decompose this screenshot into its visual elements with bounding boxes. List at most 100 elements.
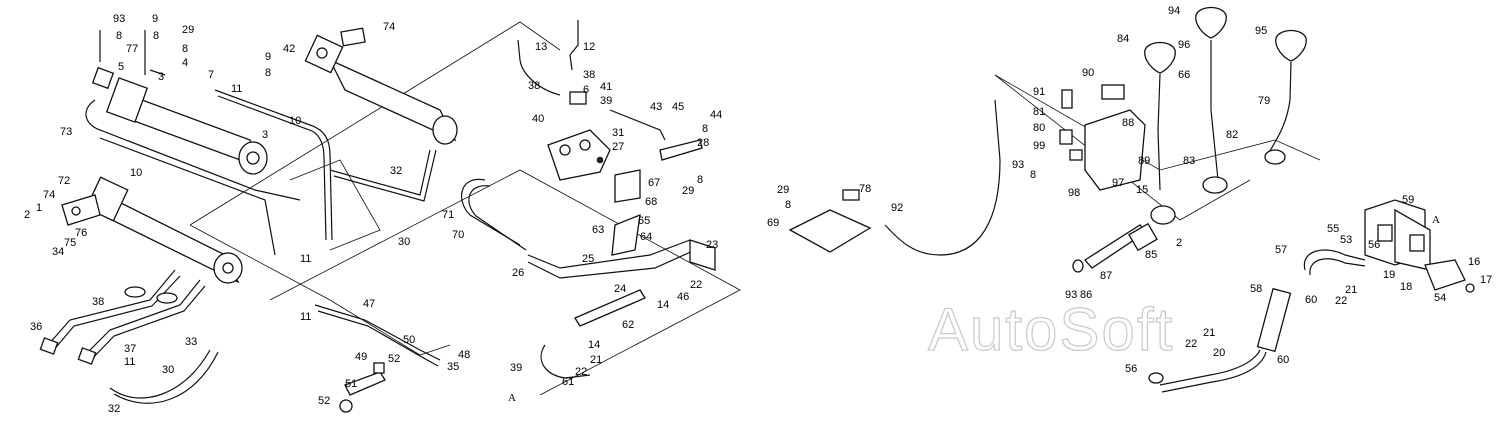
callout: 22 [690, 279, 702, 291]
callout: 10 [289, 115, 301, 127]
callout: 44 [710, 109, 722, 121]
callout: 65 [638, 215, 650, 227]
callout: 72 [58, 175, 70, 187]
callout: 22 [575, 366, 587, 378]
lever-hub-79 [1264, 149, 1286, 165]
hose-30-b [333, 149, 437, 202]
reference-mark: A [508, 392, 516, 404]
hose-57 [1303, 249, 1366, 271]
callout: 98 [1068, 187, 1080, 199]
callout: 70 [452, 229, 464, 241]
callout: 47 [363, 298, 375, 310]
bracket-63 [611, 213, 641, 256]
callout: 22 [1335, 295, 1347, 307]
callout: 57 [1275, 244, 1287, 256]
callout: 23 [706, 239, 718, 251]
part-90 [1101, 84, 1125, 100]
callout: 21 [1345, 284, 1357, 296]
line-43 [609, 109, 666, 141]
callout: 8 [702, 123, 708, 135]
callout: 15 [1136, 184, 1148, 196]
callout: 16 [1468, 256, 1480, 268]
hose-10-upper-b [217, 95, 327, 241]
callout: 29 [682, 185, 694, 197]
callout: 74 [43, 189, 55, 201]
callout: 62 [622, 319, 634, 331]
callout: 50 [403, 334, 415, 346]
callout: 54 [1434, 292, 1446, 304]
watermark: AutoSoft [928, 296, 1174, 363]
pipe-62 [574, 289, 646, 327]
callout: 5 [118, 61, 124, 73]
tube-36 [47, 269, 176, 346]
lever-15 [1157, 73, 1161, 191]
bracket-28 [659, 139, 703, 161]
callout: 31 [612, 127, 624, 139]
callout: 18 [1400, 281, 1412, 293]
callout: 92 [891, 202, 903, 214]
callout: 12 [583, 41, 595, 53]
callout: 96 [1178, 39, 1190, 51]
callout: 97 [1112, 177, 1124, 189]
callout: 21 [590, 354, 602, 366]
lever-hub-15 [1150, 205, 1176, 225]
callout: 1 [36, 202, 42, 214]
callout: 3 [158, 71, 164, 83]
callout: 36 [30, 321, 42, 333]
callout: 77 [126, 43, 138, 55]
callout: 60 [1277, 354, 1289, 366]
callout: 11 [300, 311, 311, 323]
callout: 90 [1082, 67, 1094, 79]
sleeve-85 [1128, 222, 1158, 252]
callout: 81 [1033, 106, 1045, 118]
callout: 30 [162, 364, 174, 376]
tube-37-b [88, 285, 206, 363]
callout: 8 [697, 174, 703, 186]
callout: 43 [650, 101, 662, 113]
callout: 83 [1183, 155, 1195, 167]
callout: 32 [108, 403, 120, 415]
callout: 27 [612, 141, 624, 153]
frame-line-left [189, 224, 451, 356]
callout: 38 [92, 296, 104, 308]
callout: 17 [1480, 274, 1492, 286]
callout: 73 [60, 126, 72, 138]
left-callouts: 93 9 29 8 8 8 77 5 3 4 7 11 9 8 42 74 13… [24, 13, 722, 415]
callout: 26 [512, 267, 524, 279]
callout: 21 [1203, 327, 1215, 339]
callout: 20 [1213, 347, 1225, 359]
frame-right-diag [994, 74, 1251, 221]
lever-hub-66 [1202, 176, 1228, 194]
callout: 91 [1033, 86, 1045, 98]
bracket-97 [1084, 109, 1146, 191]
control-knob-95 [1275, 29, 1307, 62]
callout: 99 [1033, 140, 1045, 152]
callout: 49 [355, 351, 367, 363]
part-78 [842, 189, 860, 201]
callout: 38 [583, 69, 595, 81]
callout: 55 [1327, 223, 1339, 235]
washer-56 [1148, 372, 1164, 384]
plate-69 [788, 209, 872, 253]
callout: 6 [583, 84, 589, 96]
callout: 8 [153, 30, 159, 42]
frame-right-top [994, 74, 1321, 171]
line-12 [569, 20, 579, 71]
callout: 7 [208, 69, 214, 81]
callout: 14 [588, 339, 600, 351]
pump-59 [1364, 199, 1431, 271]
washer-86 [1072, 259, 1084, 273]
plug-17 [1465, 283, 1475, 293]
tube-36-b [51, 275, 181, 353]
callout: 93 [1012, 159, 1024, 171]
callout: 63 [592, 224, 604, 236]
hose-47 [314, 304, 441, 361]
callout: 8 [182, 43, 188, 55]
tube-37 [84, 279, 201, 356]
callout: 75 [64, 237, 76, 249]
callout: 89 [1138, 155, 1150, 167]
callout: 59 [1402, 194, 1414, 206]
hose-30 [329, 149, 431, 196]
callout: 34 [52, 246, 64, 258]
lever-66 [1210, 40, 1219, 181]
